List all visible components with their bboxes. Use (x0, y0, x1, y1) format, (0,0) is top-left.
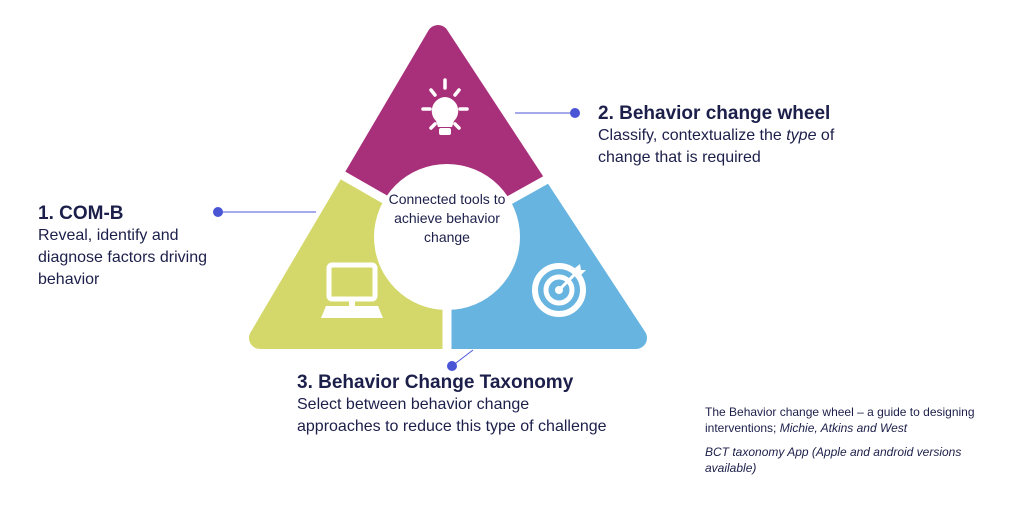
item-com-b: 1. COM-B Reveal, identify and diagnose f… (38, 203, 207, 291)
item-desc-line: diagnose factors driving (38, 249, 207, 266)
item-desc-line: Reveal, identify and (38, 227, 179, 244)
item-behavior-change-wheel: 2. Behavior change wheel Classify, conte… (598, 103, 834, 169)
item-title: 1. COM-B (38, 203, 124, 224)
item-behavior-change-taxonomy: 3. Behavior Change Taxonomy Select betwe… (297, 372, 607, 438)
connector-dot-1 (213, 207, 223, 217)
center-label: Connected tools to achieve behavior chan… (388, 191, 506, 245)
connector-dot-2 (570, 108, 580, 118)
target-icon (532, 263, 586, 317)
desc-text: Classify, contextualize the (598, 127, 787, 144)
lightbulb-icon (421, 78, 469, 135)
desc-text: of (816, 127, 835, 144)
item-desc-line: change that is required (598, 149, 761, 166)
center-circle (374, 164, 520, 310)
reference-text: The Behavior change wheel – a guide to d… (705, 405, 975, 435)
item-desc-line: Classify, contextualize the type of (598, 125, 834, 147)
item-desc-line: approaches to reduce this type of challe… (297, 418, 607, 435)
item-title: 3. Behavior Change Taxonomy (297, 372, 574, 393)
item-desc-line: Select between behavior change (297, 396, 530, 413)
reference-1: The Behavior change wheel – a guide to d… (705, 404, 1015, 436)
item-title: 2. Behavior change wheel (598, 103, 831, 124)
item-desc-line: behavior (38, 271, 100, 288)
reference-authors: Michie, Atkins and West (779, 421, 908, 435)
connector-dot-3 (447, 361, 457, 371)
computer-icon (321, 262, 383, 318)
reference-2: BCT taxonomy App (Apple and android vers… (705, 445, 962, 475)
desc-emphasis: type (786, 127, 817, 144)
